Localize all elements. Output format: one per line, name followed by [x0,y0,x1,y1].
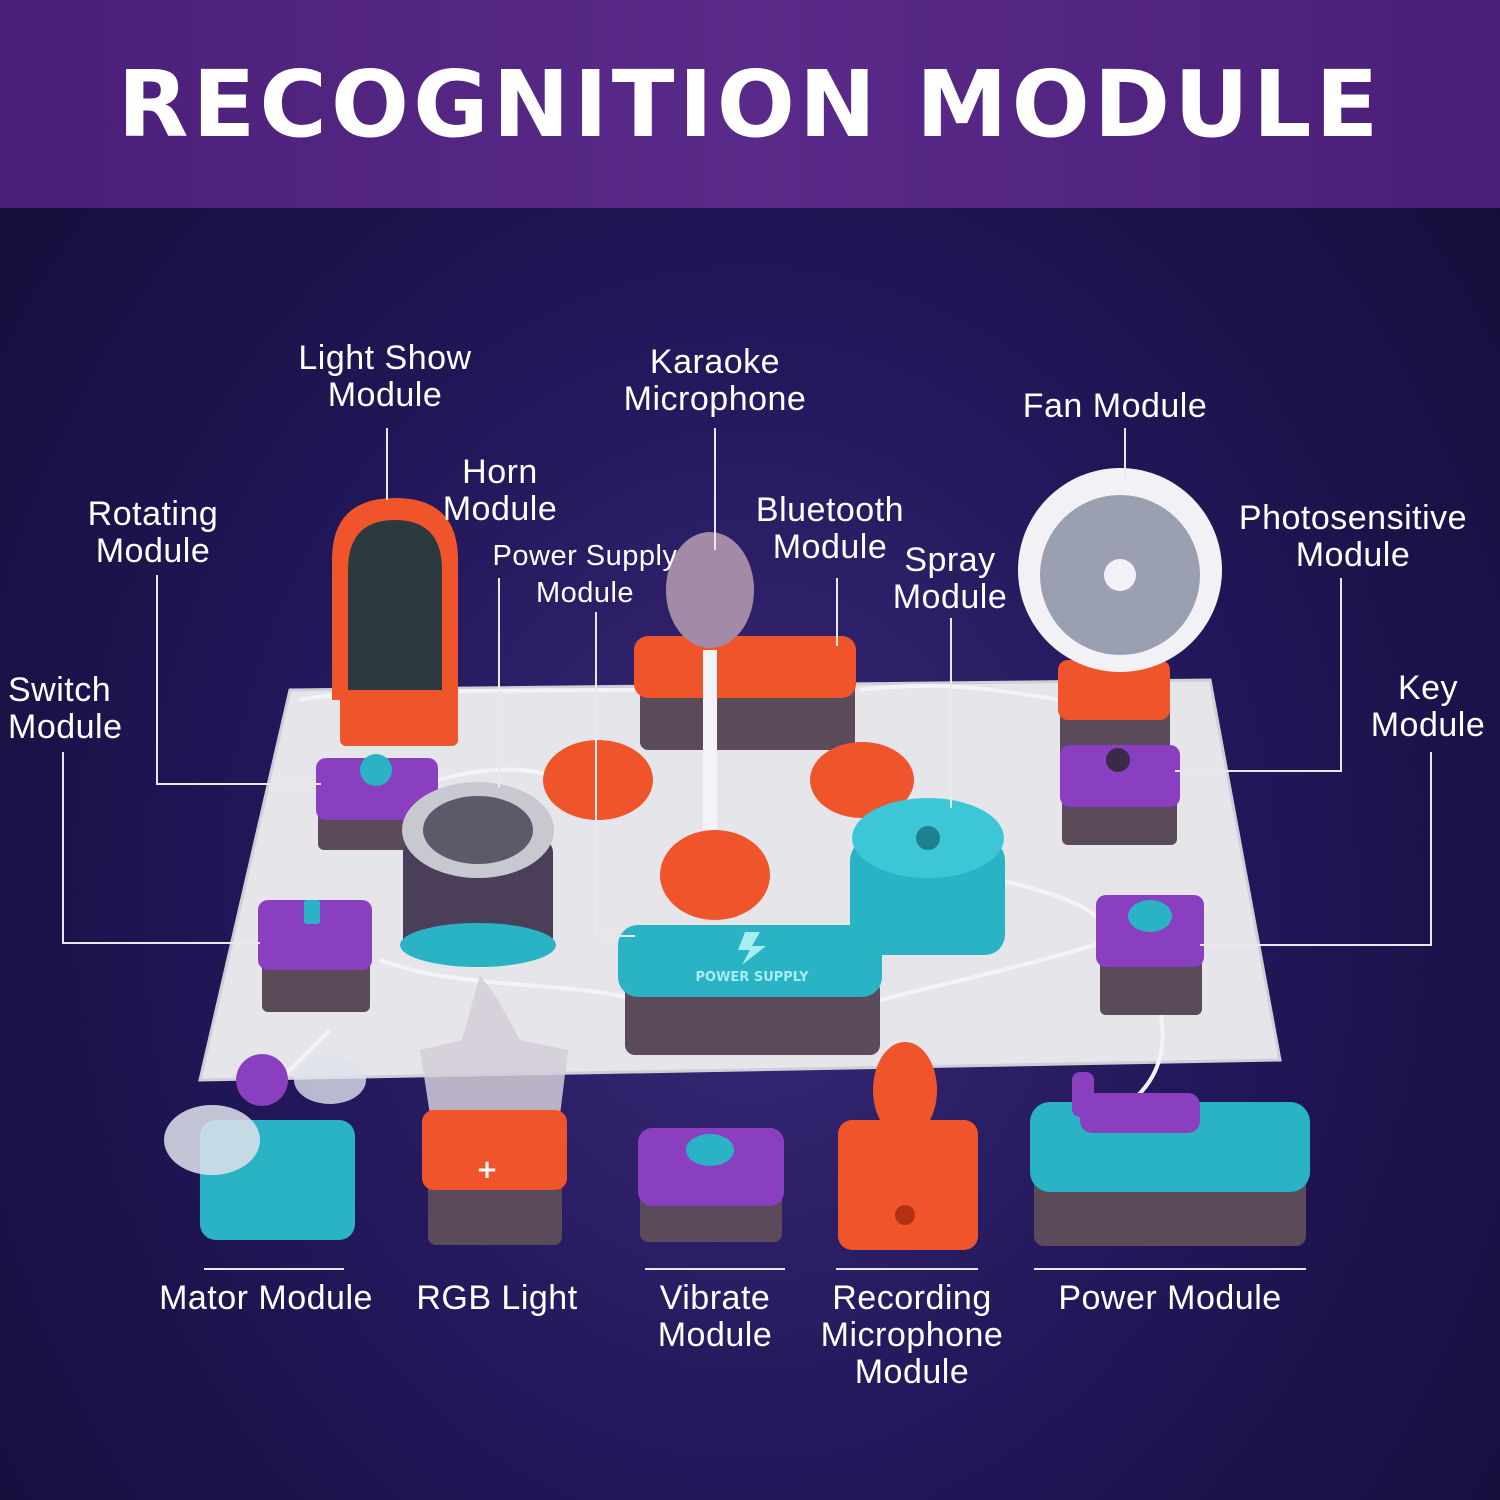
leader-rotating-v [156,575,158,785]
power-supply-module-icon: POWER SUPPLY [618,925,882,1055]
leader-mator [204,1268,344,1270]
bluetooth-module-icon [634,636,856,750]
label-switch: Switch Module [8,671,123,746]
leader-power-supply [595,612,597,937]
leader-switch-h [62,942,260,944]
leader-photosensitive-v [1340,578,1342,772]
photosensitive-module-icon [1060,745,1180,845]
rgb-light-icon: + [420,975,568,1245]
title-banner: RECOGNITION MODULE [0,0,1500,208]
leader-fan [1124,428,1126,478]
key-module-icon [1096,895,1204,1015]
leader-bluetooth [836,578,838,646]
leader-rotating-h [156,783,321,785]
mator-module-icon [164,1054,366,1240]
switch-module-icon [258,900,372,1012]
label-key: Key Module [1370,669,1486,744]
leader-power-supply-h [595,935,635,937]
label-bluetooth: Bluetooth Module [755,491,905,566]
spray-module-icon [850,798,1005,955]
label-spray: Spray Module [892,541,1008,616]
leader-switch-v [62,752,64,944]
leader-karaoke [714,428,716,550]
page-title: RECOGNITION MODULE [117,50,1383,158]
leader-recording [836,1268,978,1270]
label-mator: Mator Module [159,1279,373,1317]
karaoke-microphone-icon [660,532,770,920]
label-rotating: Rotating Module [87,495,219,570]
label-horn: Horn Module [442,453,558,528]
light-show-module-icon [332,498,458,746]
fan-module-icon [1018,468,1222,760]
leader-light-show [386,428,388,500]
label-photosensitive: Photosensitive Module [1238,499,1468,574]
power-supply-print: POWER SUPPLY [696,970,810,985]
label-vibrate: Vibrate Module [657,1279,773,1354]
label-fan: Fan Module [1022,387,1208,425]
leader-photosensitive-h [1175,770,1342,772]
svg-text:+: + [476,1155,498,1185]
label-power: Power Module [1058,1279,1282,1317]
label-recording: Recording Microphone Module [820,1279,1004,1391]
horn-module-icon [400,782,556,967]
leader-key-h [1200,944,1432,946]
power-module-icon [1030,1072,1310,1246]
leader-power [1034,1268,1306,1270]
label-rgb: RGB Light [416,1279,578,1317]
label-light-show: Light Show Module [298,339,472,414]
leader-spray [950,618,952,808]
vibrate-module-icon [638,1128,784,1242]
recording-microphone-module-icon [838,1042,978,1250]
leader-vibrate [645,1268,785,1270]
leader-key-v [1430,752,1432,946]
leader-horn [498,578,500,788]
orange-pad-right [810,742,914,818]
label-karaoke: Karaoke Microphone [623,343,807,418]
orange-pad-left [543,740,653,820]
label-power-supply: Power Supply Module [492,540,678,609]
